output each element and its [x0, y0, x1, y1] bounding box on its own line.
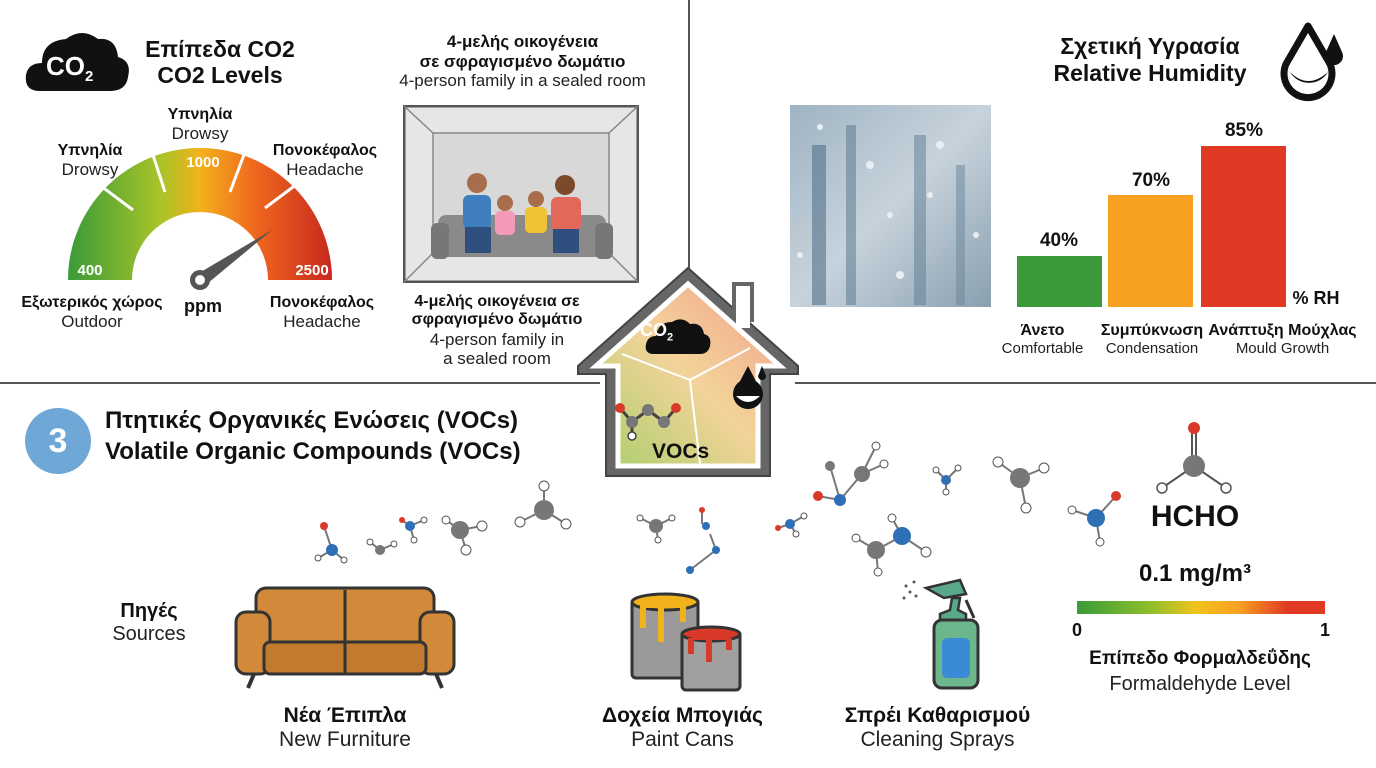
source-furniture: Νέα Έπιπλα New Furniture	[279, 704, 411, 752]
gauge-tick-400: 400	[77, 262, 103, 279]
scale-min: 0	[1071, 620, 1082, 640]
humidity-value-40: 40%	[1039, 230, 1079, 251]
co2-cloud-icon: CO2	[22, 25, 132, 95]
formaldehyde-level-gr: Επίπεδο Φορμαλδεΰδης	[1089, 648, 1311, 669]
formaldehyde-scale-bar	[1077, 601, 1325, 614]
gauge-tick-1000: 1000	[186, 154, 220, 171]
spray-bottle-illustration	[900, 570, 988, 692]
hcho-label: HCHO	[1150, 500, 1240, 533]
voc-molecules-cloud	[310, 430, 1170, 590]
house-hub-illustration: CO2 VOCs	[572, 262, 804, 484]
house-vocs-label: VOCs	[652, 440, 710, 463]
humidity-bar-comfortable	[1017, 256, 1102, 307]
vocs-title-en: Volatile Organic Compounds (VOCs)	[105, 438, 521, 465]
humidity-value-70: 70%	[1131, 170, 1171, 191]
humidity-bar-condensation	[1108, 195, 1193, 307]
sealed-room-illustration	[402, 104, 640, 284]
room-caption-top-gr: 4-μελής οικογένεια σε σφραγισμένο δωμάτι…	[419, 32, 626, 71]
horizontal-divider-left	[0, 382, 600, 384]
section-number-badge: 3	[25, 408, 91, 474]
co2-title-en: CO2 Levels	[157, 62, 283, 88]
formaldehyde-level-en: Formaldehyde Level	[1109, 673, 1291, 695]
room-caption-bottom-en: 4-person family in a sealed room	[429, 329, 565, 369]
co2-title-gr: Επίπεδα CO2	[145, 36, 295, 62]
vertical-divider	[688, 0, 690, 270]
sofa-illustration	[234, 582, 456, 690]
humidity-value-85: 85%	[1224, 120, 1264, 141]
humidity-title-gr: Σχετική Υγρασία	[1060, 33, 1240, 59]
room-caption-top: 4-μελής οικογένεια σε σφραγισμένο δωμάτι…	[380, 32, 665, 91]
house-co2-text: CO	[640, 320, 667, 340]
sources-label: Πηγές Sources	[112, 600, 186, 645]
house-co2-subscript: 2	[667, 331, 674, 344]
vocs-title-gr: Πτητικές Οργανικές Ενώσεις (VOCs)	[105, 407, 519, 434]
formaldehyde-molecule	[1150, 418, 1234, 498]
condensation-window-photo	[790, 105, 991, 307]
source-paint-cans: Δοχεία Μπογιάς Paint Cans	[602, 704, 763, 752]
source-cleaning-sprays: Σπρέι Καθαρισμού Cleaning Sprays	[844, 704, 1031, 752]
horizontal-divider-right	[795, 382, 1376, 384]
co2-badge-text: CO	[46, 51, 85, 81]
formaldehyde-concentration: 0.1 mg/m³	[1138, 560, 1252, 587]
co2-badge-subscript: 2	[85, 68, 94, 86]
co2-gauge	[60, 140, 340, 290]
scale-max: 1	[1319, 620, 1330, 640]
room-caption-bottom: 4-μελής οικογένεια σε σφραγισμένο δωμάτι…	[392, 293, 602, 369]
gauge-unit: ppm	[184, 296, 222, 316]
gauge-tick-2500: 2500	[295, 262, 329, 279]
humidity-title-en: Relative Humidity	[1053, 60, 1247, 86]
humidity-bar-mould	[1201, 146, 1286, 307]
water-drop-icon	[1278, 20, 1348, 104]
paint-cans-illustration	[628, 588, 744, 694]
room-caption-top-en: 4-person family in a sealed room	[399, 71, 646, 91]
section-number: 3	[48, 422, 68, 460]
room-caption-bottom-gr: 4-μελής οικογένεια σε σφραγισμένο δωμάτι…	[411, 293, 583, 329]
humidity-unit: % RH	[1292, 288, 1340, 308]
